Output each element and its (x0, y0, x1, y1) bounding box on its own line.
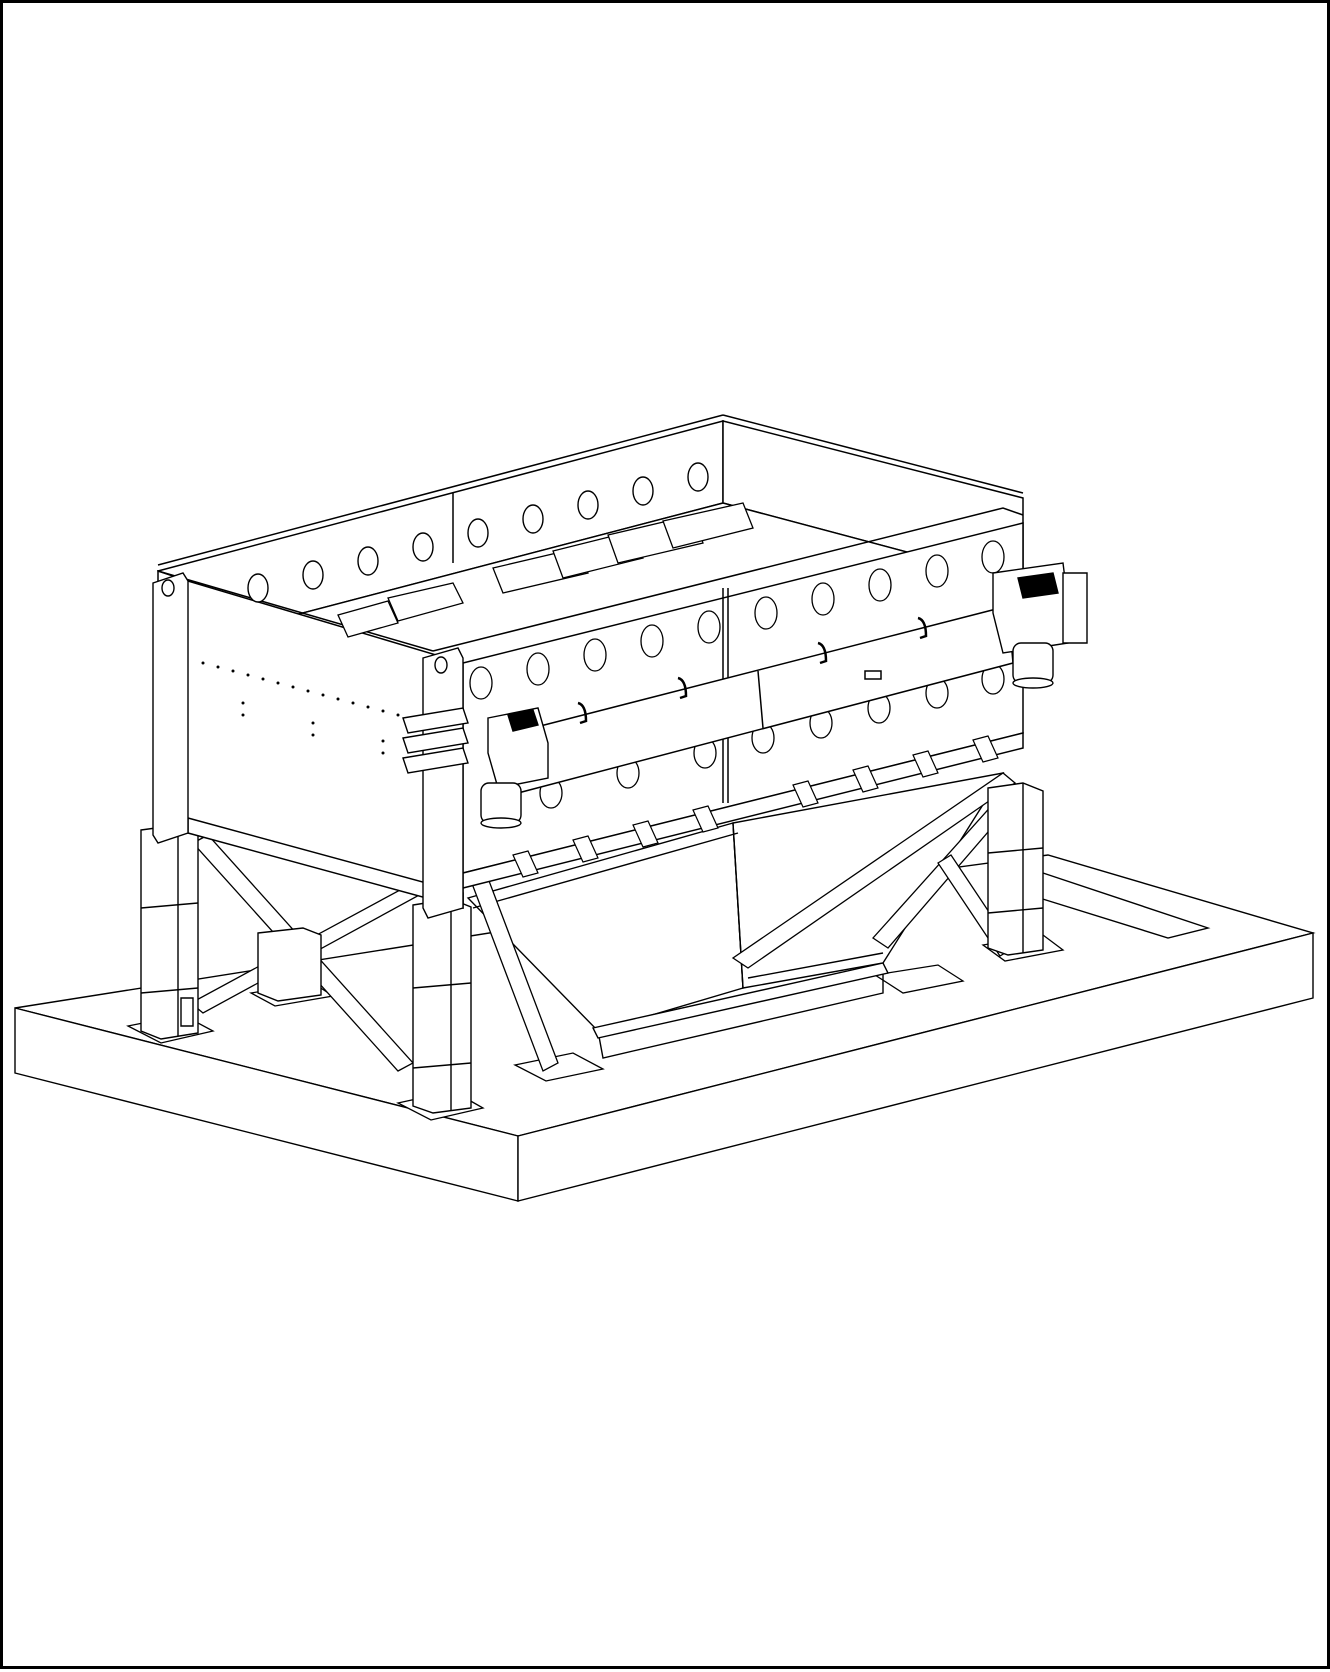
exciter-motor-right (993, 563, 1087, 688)
support-legs (141, 783, 1043, 1113)
corner-posts (153, 573, 468, 918)
rear-viewing-ports (248, 463, 708, 602)
leg-front-center (413, 899, 471, 1113)
clamp-brackets (513, 736, 998, 877)
leg-rear-left (258, 928, 321, 1001)
isometric-equipment-drawing (3, 3, 1330, 1672)
front-upper-ports (470, 541, 1004, 699)
deck-plates (338, 503, 753, 637)
bolt-pattern (201, 661, 400, 755)
leg-rear-right (988, 783, 1043, 955)
leg-front-left (141, 825, 198, 1039)
exciter-motor-left (481, 708, 548, 828)
